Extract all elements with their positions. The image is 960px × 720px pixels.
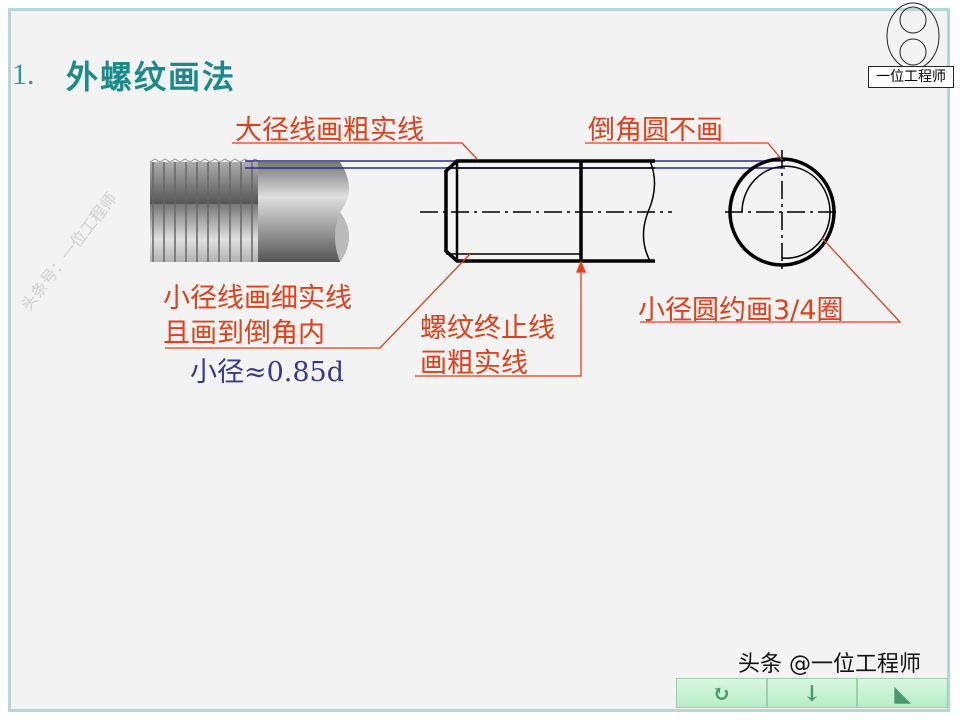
label-major-line: 大径线画粗实线 — [235, 115, 424, 146]
credit-watermark: 头条 @一位工程师 — [738, 652, 921, 677]
slide-frame — [8, 8, 950, 712]
thread-rod-illustration — [149, 158, 349, 262]
label-chamfer-circle: 倒角圆不画 — [588, 115, 723, 146]
slide-nav: ↻ ↓ ◣ — [676, 678, 949, 708]
logo-label: 一位工程师 — [868, 66, 954, 88]
label-minor-circle: 小径圆约画3/4圈 — [638, 295, 844, 326]
page-title: 外螺纹画法 — [66, 58, 237, 96]
section-number: 1. — [12, 58, 35, 91]
first-page-button[interactable]: ◣ — [857, 678, 949, 708]
label-minor-line-1: 小径线画细实线 — [163, 283, 352, 314]
logo-icon — [886, 2, 940, 70]
leader-lines — [165, 142, 902, 377]
label-minor-formula: 小径≈0.85d — [190, 357, 345, 388]
label-minor-line-2: 且画到倒角内 — [163, 318, 325, 349]
next-button[interactable]: ↓ — [766, 678, 858, 708]
side-view — [420, 159, 672, 263]
label-thread-end-1: 螺纹终止线 — [420, 313, 555, 344]
label-thread-end-2: 画粗实线 — [420, 348, 528, 379]
return-button[interactable]: ↻ — [676, 678, 767, 708]
